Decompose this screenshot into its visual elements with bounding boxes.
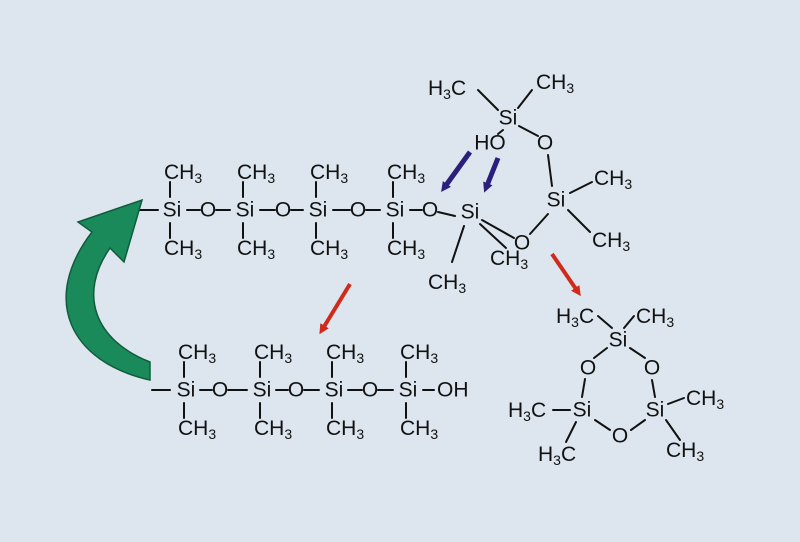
silicon-atom-label: Si xyxy=(499,107,518,130)
red-product-arrow-icon xyxy=(319,282,352,335)
silicon-atom-label: Si xyxy=(325,379,344,402)
silicon-atom-label: Si xyxy=(646,399,665,422)
methyl-group-label: CH3 xyxy=(310,161,348,187)
methyl-group-label: CH3 xyxy=(428,271,466,297)
bond-line xyxy=(569,181,593,194)
silicon-atom-label: Si xyxy=(177,379,196,402)
methyl-group-label: CH3 xyxy=(387,237,425,263)
bond-line xyxy=(451,225,465,263)
bond-line xyxy=(623,315,635,329)
methyl-group-label: CH3 xyxy=(400,417,438,443)
methyl-group-label: CH3 xyxy=(237,237,275,263)
bond-line xyxy=(629,347,646,359)
bond-line xyxy=(479,223,507,249)
silicon-atom-label: Si xyxy=(309,199,328,222)
bond-line xyxy=(665,419,681,441)
methyl-group-label: CH3 xyxy=(326,341,364,367)
methyl-group-label: CH3 xyxy=(310,237,348,263)
methyl-group-label: H3C xyxy=(538,443,576,469)
silicon-atom-label: Si xyxy=(386,199,405,222)
methyl-group-label: CH3 xyxy=(178,417,216,443)
bond-line xyxy=(651,379,656,398)
oxygen-atom-label: O xyxy=(362,379,378,402)
bond-line xyxy=(593,347,608,359)
silicon-atom-label: Si xyxy=(253,379,272,402)
methyl-group-label: CH3 xyxy=(686,387,724,413)
bond-line xyxy=(517,89,533,109)
bond-line xyxy=(497,129,504,135)
methyl-group-label: CH3 xyxy=(536,71,574,97)
oxygen-atom-label: O xyxy=(422,199,438,222)
bond-line xyxy=(581,378,586,398)
bond-line xyxy=(567,209,591,233)
methyl-group-label: CH3 xyxy=(237,161,275,187)
oxygen-atom-label: O xyxy=(212,379,228,402)
methyl-group-label: H3C xyxy=(556,305,594,331)
blue-attack-arrow-icon xyxy=(483,157,501,193)
methyl-group-label: CH3 xyxy=(594,167,632,193)
silicon-atom-label: Si xyxy=(236,199,255,222)
bond-line xyxy=(597,315,613,329)
oxygen-atom-label: O xyxy=(288,379,304,402)
methyl-group-label: CH3 xyxy=(326,417,364,443)
blue-attack-arrow-icon xyxy=(441,150,473,193)
oxygen-atom-label: O xyxy=(200,199,216,222)
methyl-group-label: CH3 xyxy=(164,237,202,263)
oxygen-atom-label: O xyxy=(537,132,553,155)
oxygen-atom-label: O xyxy=(514,232,530,255)
oxygen-atom-label: O xyxy=(644,357,660,380)
silicon-atom-label: Si xyxy=(609,329,628,352)
methyl-group-label: H3C xyxy=(428,77,466,103)
silicon-atom-label: Si xyxy=(461,201,480,224)
methyl-group-label: CH3 xyxy=(592,229,630,255)
green-curved-arrow-icon xyxy=(65,198,151,381)
hydroxyl-group-label: HO xyxy=(474,132,506,155)
oxygen-atom-label: O xyxy=(350,199,366,222)
bond-line xyxy=(667,397,685,405)
red-product-arrow-icon xyxy=(550,252,581,297)
oxygen-atom-label: O xyxy=(612,425,628,448)
bond-line xyxy=(547,154,553,187)
silicon-atom-label: Si xyxy=(573,399,592,422)
silicon-atom-label: Si xyxy=(547,189,566,212)
bond-line xyxy=(481,219,515,239)
methyl-group-label: CH3 xyxy=(254,341,292,367)
bond-line xyxy=(518,125,539,137)
methyl-group-label: CH3 xyxy=(178,341,216,367)
oxygen-atom-label: O xyxy=(580,357,596,380)
bond-line xyxy=(565,421,577,443)
bond-line xyxy=(529,213,549,235)
methyl-group-label: CH3 xyxy=(490,247,528,273)
methyl-group-label: H3C xyxy=(508,399,546,425)
bond-line xyxy=(477,89,499,111)
hydroxyl-group-label: OH xyxy=(437,379,469,402)
methyl-group-label: CH3 xyxy=(387,161,425,187)
methyl-group-label: CH3 xyxy=(400,341,438,367)
silicon-atom-label: Si xyxy=(399,379,418,402)
bond-line xyxy=(630,419,646,431)
bond-line xyxy=(437,211,456,217)
oxygen-atom-label: O xyxy=(275,199,291,222)
methyl-group-label: CH3 xyxy=(666,439,704,465)
bond-line xyxy=(594,419,611,431)
methyl-group-label: CH3 xyxy=(254,417,292,443)
silicon-atom-label: Si xyxy=(163,199,182,222)
methyl-group-label: CH3 xyxy=(164,161,202,187)
methyl-group-label: CH3 xyxy=(636,305,674,331)
